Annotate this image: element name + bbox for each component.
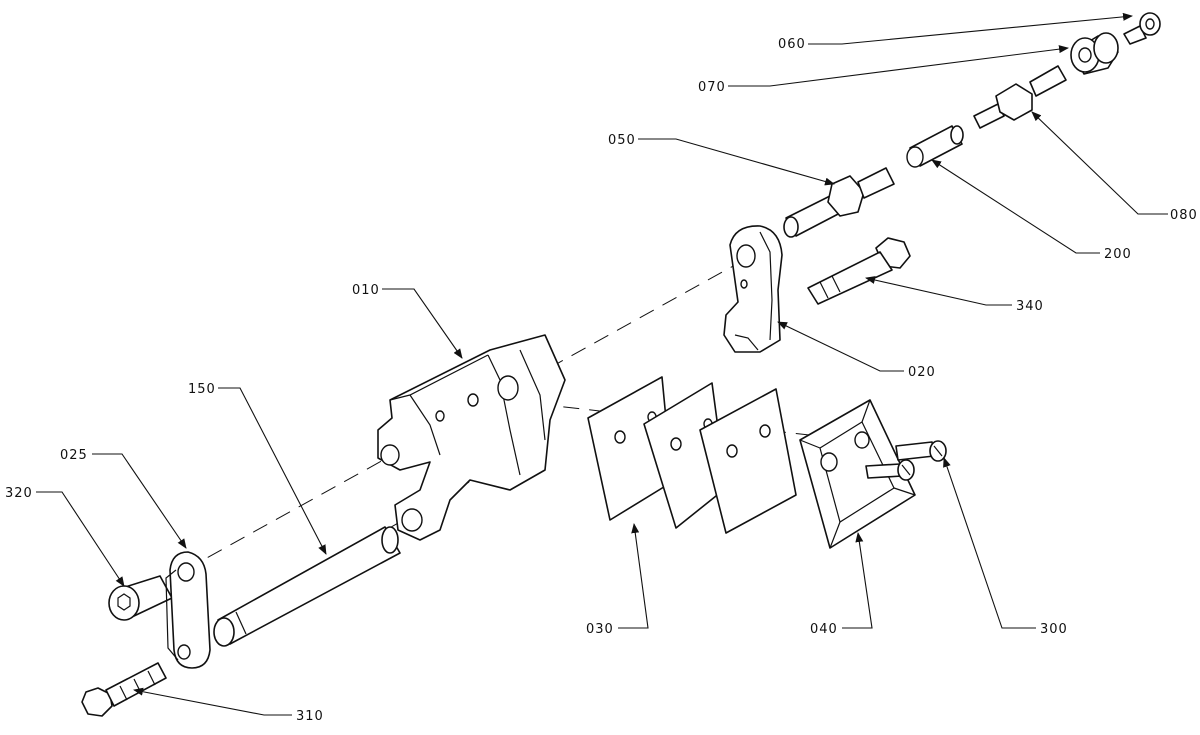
leader-200 [931, 159, 1100, 254]
callout-300: 300 [1040, 622, 1068, 637]
leader-080 [1031, 111, 1168, 215]
part-010-main-body [377, 334, 566, 541]
part-050-shaft [783, 167, 895, 238]
callout-310: 310 [296, 709, 324, 724]
callout-150: 150 [188, 382, 216, 397]
callout-060: 060 [778, 37, 806, 52]
leader-025 [92, 453, 187, 549]
callout-320: 320 [5, 486, 33, 501]
part-060-screw [1123, 12, 1161, 45]
part-025-link-plate [165, 551, 211, 669]
callout-labels: 060 070 050 080 200 340 010 020 150 025 … [5, 37, 1198, 724]
leader-310 [133, 687, 292, 716]
callout-010: 010 [352, 283, 380, 298]
part-340-bolt [807, 237, 911, 305]
part-040-cover-plate [799, 399, 916, 549]
leader-320 [36, 491, 125, 587]
callout-020: 020 [908, 365, 936, 380]
callout-080: 080 [1170, 208, 1198, 223]
leader-070 [728, 45, 1069, 87]
leader-040 [842, 532, 873, 629]
part-080-threaded-pin [973, 65, 1067, 129]
callout-070: 070 [698, 80, 726, 95]
callout-030: 030 [586, 622, 614, 637]
part-200-sleeve [906, 125, 964, 168]
callout-040: 040 [810, 622, 838, 637]
part-030-shim-plates [587, 376, 797, 534]
leader-050 [638, 138, 835, 186]
callout-200: 200 [1104, 247, 1132, 262]
callout-340: 340 [1016, 299, 1044, 314]
part-070-roller [1070, 32, 1119, 75]
part-320-socket-screw [108, 575, 173, 621]
leader-300 [943, 457, 1036, 629]
leader-lines [36, 12, 1168, 716]
part-020-arm [723, 225, 783, 353]
leader-020 [777, 321, 904, 372]
callout-025: 025 [60, 448, 88, 463]
part-300-slotted-screws [865, 440, 947, 481]
part-310-hex-bolt [81, 662, 167, 717]
callout-050: 050 [608, 133, 636, 148]
leader-060 [808, 12, 1133, 45]
part-150-pin [213, 526, 401, 647]
leader-150 [218, 387, 327, 555]
leader-340 [865, 276, 1012, 306]
leader-030 [618, 523, 649, 629]
leader-010 [382, 288, 463, 359]
